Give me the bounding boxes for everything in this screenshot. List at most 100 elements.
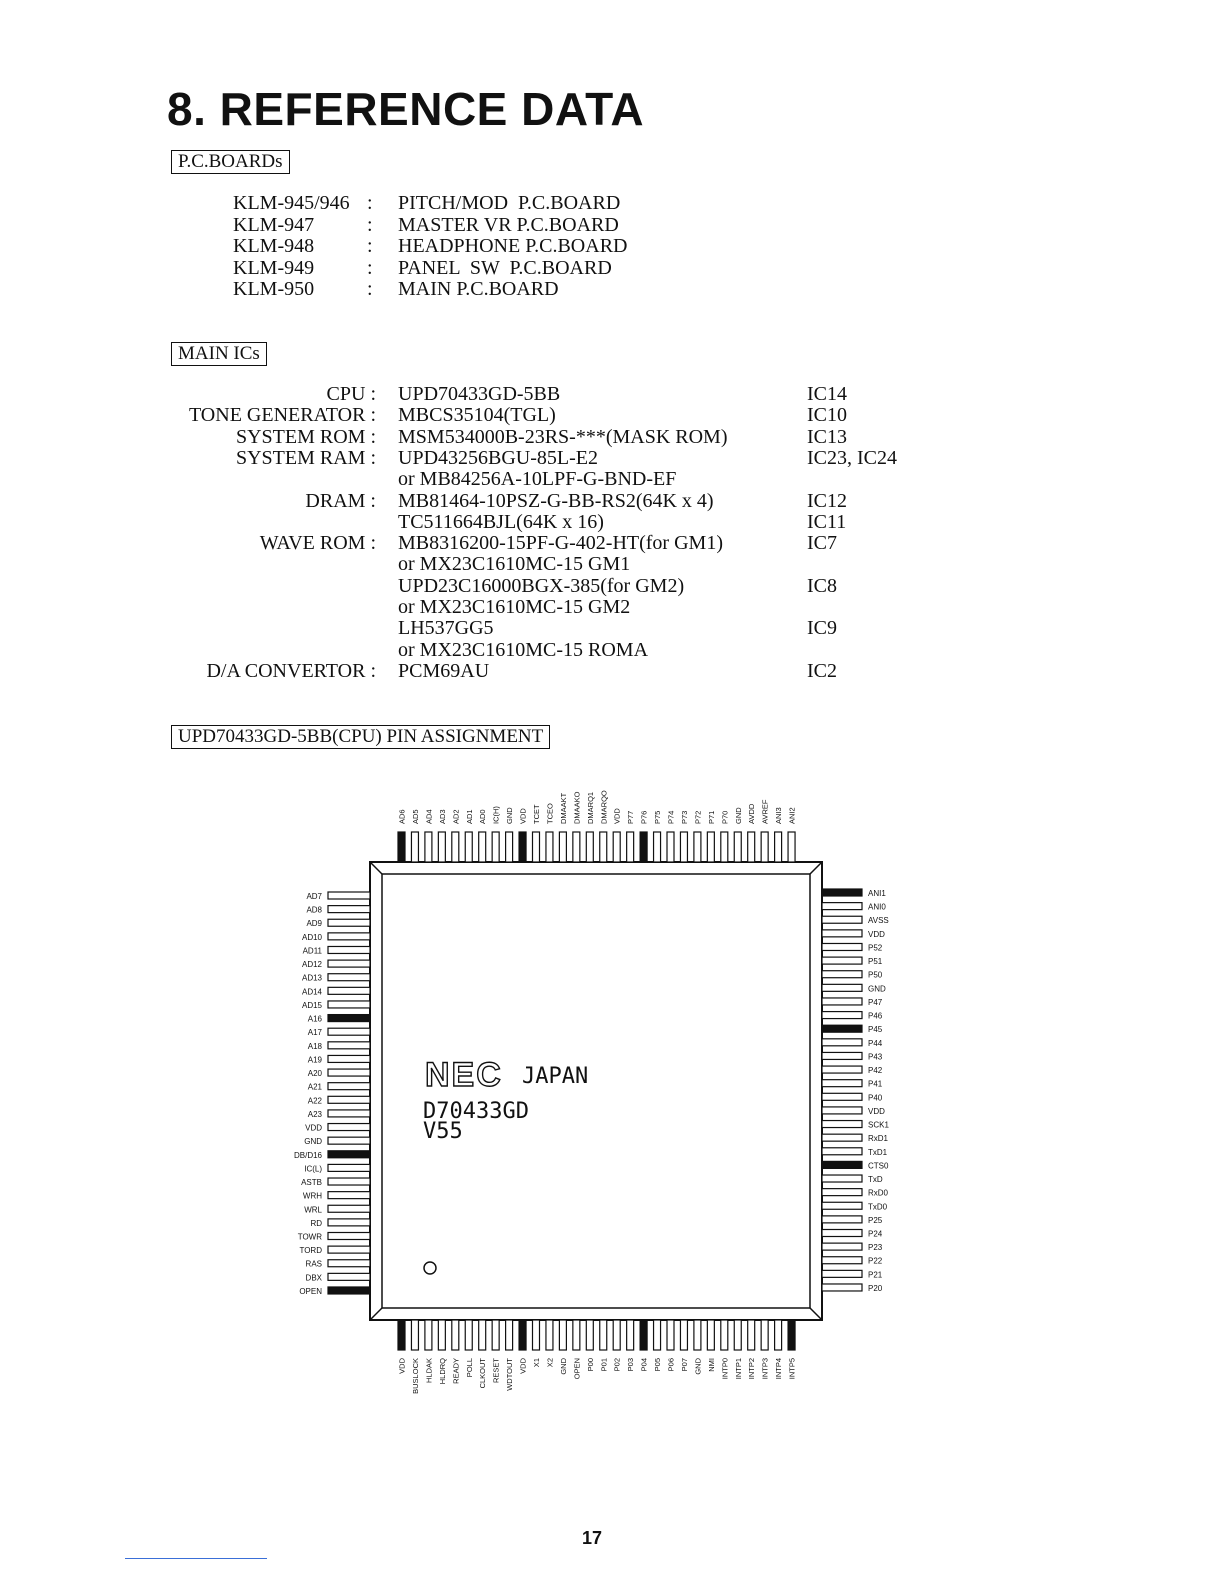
top-pin-label: DMARQO — [599, 790, 608, 824]
right-pin-label: P21 — [868, 1270, 883, 1279]
right-pin — [821, 1242, 863, 1251]
ic-part-number: TC511664BJL(64K x 16) — [398, 510, 604, 533]
chip-variant: V55 — [423, 1119, 463, 1144]
bottom-pin — [572, 1319, 581, 1351]
right-pin — [821, 1147, 863, 1156]
top-pin — [720, 831, 729, 863]
bottom-pin-label: BUSLOCK — [411, 1358, 420, 1394]
top-pin-label: P71 — [707, 811, 716, 824]
right-pin-label: CTS0 — [868, 1161, 889, 1170]
right-pin-label: P42 — [868, 1066, 883, 1075]
ic-reference: IC23, IC24 — [807, 446, 897, 469]
top-pin — [397, 831, 406, 863]
top-pin — [787, 831, 796, 863]
left-pin-label: AD7 — [306, 892, 322, 901]
right-pin — [821, 1051, 863, 1061]
bottom-pin — [464, 1319, 473, 1351]
bottom-pin — [599, 1319, 608, 1351]
bottom-pin — [505, 1319, 514, 1351]
pcb-code: KLM-945/946 — [233, 192, 350, 214]
left-pin-label: A20 — [308, 1069, 323, 1078]
chip-corner-bevel — [369, 1307, 383, 1321]
chip-corner-bevel — [809, 861, 823, 875]
left-pin-label: A19 — [308, 1055, 323, 1064]
bottom-pin — [518, 1319, 527, 1351]
left-pin-label: AD11 — [303, 946, 323, 955]
top-pin-label: AVREF — [761, 799, 770, 824]
top-pin — [451, 831, 460, 863]
right-pin — [821, 1024, 863, 1033]
right-pin-label: P44 — [868, 1039, 883, 1048]
bottom-pin-label: INTP2 — [747, 1358, 756, 1379]
chip-marking: NEC JAPAN D70433GD V55 — [423, 1055, 588, 1275]
top-pin-label: DMAAKO — [572, 791, 581, 824]
bottom-pin-label: INTP4 — [774, 1358, 783, 1379]
bottom-pin — [531, 1319, 541, 1351]
left-pin-label: RD — [310, 1219, 322, 1228]
right-pin-label: TxD1 — [868, 1148, 888, 1157]
bottom-pin — [626, 1319, 635, 1351]
left-pin — [327, 1054, 371, 1064]
top-pin-label: TCET — [532, 804, 541, 824]
ic-part-number: MB81464-10PSZ-G-BB-RS2(64K x 4) — [398, 489, 714, 512]
top-pin-label: DMARQ1 — [586, 792, 595, 824]
ic-section-label: MAIN ICs — [171, 342, 267, 366]
bottom-pin — [612, 1319, 621, 1351]
pcb-separator: : — [367, 192, 373, 214]
bottom-pin-label: GND — [693, 1357, 702, 1374]
bottom-pin-label: HLDAK — [424, 1358, 433, 1383]
right-pin-label: P46 — [868, 1012, 883, 1021]
right-pin — [821, 1228, 863, 1238]
ic-function: SYSTEM ROM : — [235, 425, 376, 448]
bottom-pin — [693, 1319, 702, 1351]
right-pin — [821, 929, 863, 938]
left-pin-label: A16 — [308, 1015, 323, 1024]
ic-reference: IC11 — [807, 510, 847, 533]
left-pin-label: A18 — [308, 1042, 323, 1051]
bottom-pin-label: READY — [451, 1358, 460, 1384]
bottom-pin-label: INTP0 — [720, 1358, 729, 1379]
top-pin — [478, 831, 487, 863]
top-pin-label: P72 — [693, 811, 702, 824]
footer-rule — [125, 1558, 267, 1559]
ic-part-number: MBCS35104(TGL) — [398, 404, 556, 427]
pcb-description: PITCH/MOD P.C.BOARD — [398, 192, 621, 214]
right-pin — [821, 1201, 863, 1210]
top-pin-label: IC(H) — [492, 806, 501, 824]
top-pin — [437, 831, 446, 863]
pcb-separator: : — [367, 278, 373, 300]
top-pin — [773, 831, 783, 863]
ic-reference: IC13 — [807, 425, 847, 448]
top-pin — [518, 831, 527, 863]
bottom-pin — [652, 1319, 662, 1351]
right-pin — [821, 1160, 863, 1169]
top-pin — [626, 831, 635, 863]
right-pin — [821, 1092, 863, 1101]
ic-function: D/A CONVERTOR : — [206, 659, 376, 682]
right-pin — [821, 1215, 863, 1224]
bottom-pin — [706, 1319, 715, 1351]
right-pin-label: P43 — [868, 1052, 883, 1061]
left-pin-label: AD9 — [306, 919, 322, 928]
ic-reference: IC10 — [807, 404, 847, 427]
ic-function: SYSTEM RAM : — [235, 446, 376, 469]
top-pin — [585, 831, 594, 863]
pcb-separator: : — [367, 213, 373, 236]
top-pin — [693, 831, 702, 863]
chip-logo: NEC — [425, 1056, 503, 1094]
left-pin — [327, 1286, 371, 1295]
bottom-pin-label: P07 — [680, 1358, 689, 1371]
right-pin-label: P51 — [868, 957, 883, 966]
top-pin — [545, 831, 554, 863]
left-pin-label: IC(L) — [304, 1164, 322, 1173]
left-pin-label: WRH — [303, 1192, 322, 1201]
bottom-pin-label: X2 — [545, 1358, 554, 1367]
top-pin — [491, 831, 500, 863]
bottom-pin — [747, 1319, 756, 1351]
top-pin-label: ANI2 — [788, 807, 797, 824]
bottom-pin — [773, 1319, 783, 1351]
bottom-pin — [720, 1319, 729, 1351]
top-pin — [572, 831, 581, 863]
ic-part-number: MSM534000B-23RS-***(MASK ROM) — [398, 425, 728, 448]
pcb-description: PANEL SW P.C.BOARD — [398, 256, 612, 279]
